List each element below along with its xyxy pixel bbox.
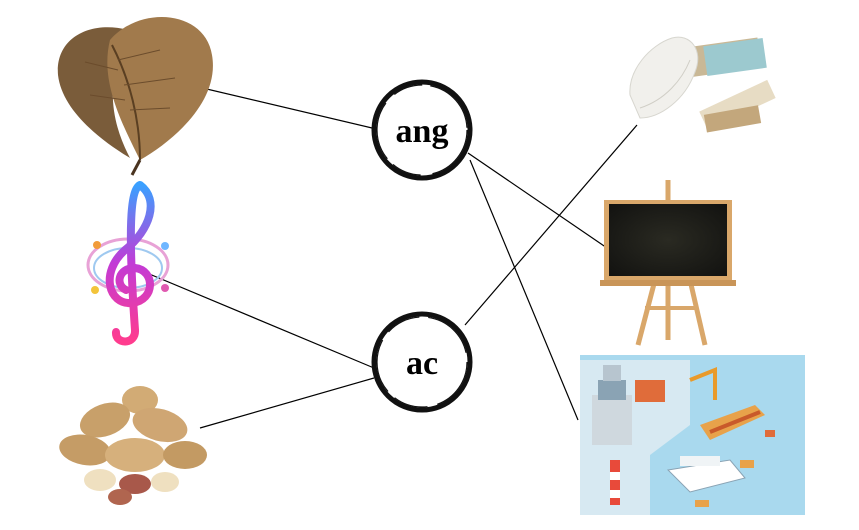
connection-line-ac-chalk (464, 124, 638, 326)
connection-line-ang-harbor (469, 159, 579, 421)
connection-line-music-note-ac (134, 267, 375, 369)
center-node-ac: ac (371, 311, 473, 413)
chalk-sticks-picture (629, 36, 776, 133)
center-node-ang: ang (371, 79, 473, 181)
center-label-ang: ang (396, 113, 449, 150)
connection-line-peanuts-ac (199, 377, 375, 429)
connection-line-ang-blackboard (467, 152, 611, 251)
connection-lines (134, 77, 638, 429)
center-label-ac: ac (406, 345, 438, 382)
peanuts-picture (59, 386, 207, 505)
treble-clef-picture (86, 181, 170, 346)
blackboard-easel-picture (600, 180, 736, 346)
harbor-port-picture (580, 355, 805, 515)
dry-leaves-picture (57, 17, 213, 176)
